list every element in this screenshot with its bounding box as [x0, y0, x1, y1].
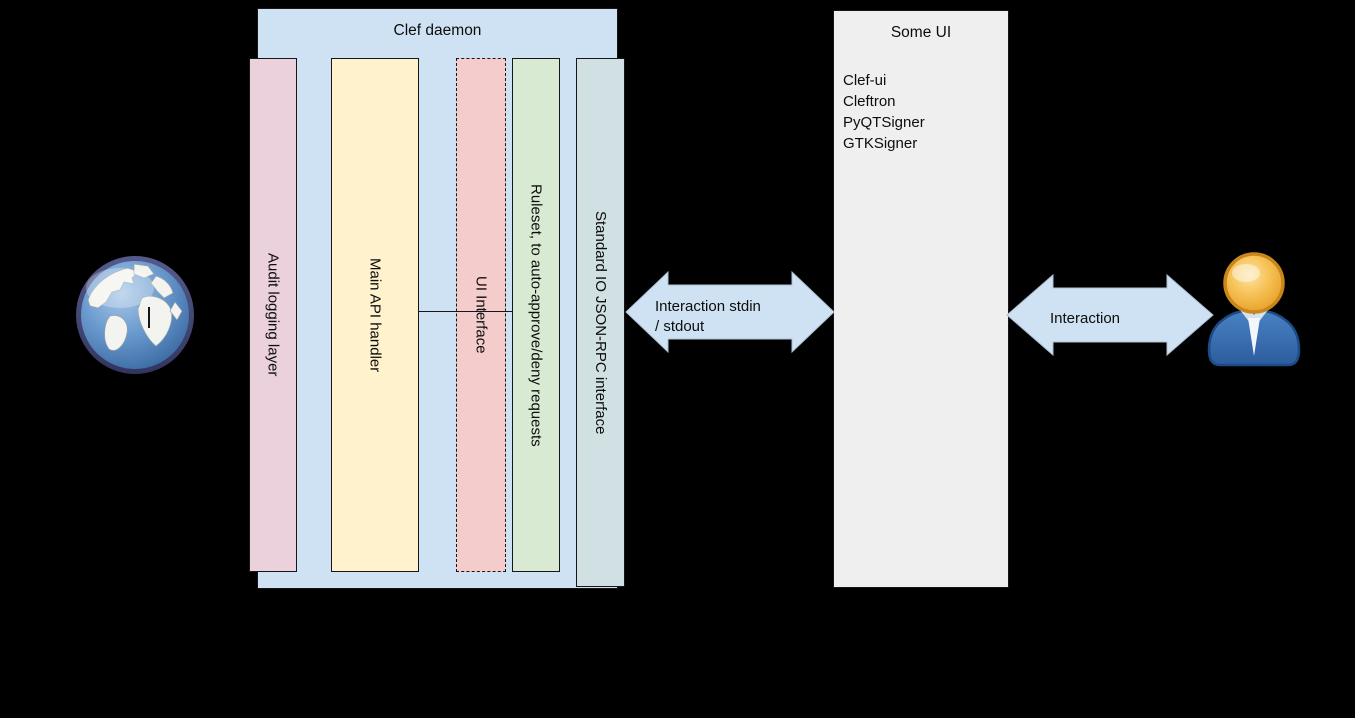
- ruleset-bar: Ruleset, to auto-approve/deny requests: [512, 58, 560, 572]
- stdio-arrow-label-line2: / stdout: [655, 318, 705, 335]
- user-icon: [1207, 252, 1301, 367]
- some-ui-item: Cleftron: [843, 93, 896, 110]
- some-ui-item: PyQTSigner: [843, 114, 925, 131]
- stdio-interaction-arrow: [625, 270, 835, 354]
- audit-logging-layer-bar: Audit logging layer: [249, 58, 297, 572]
- ui-interface-bar: UI Interface: [456, 58, 506, 572]
- user-arrow-label: Interaction: [1049, 310, 1121, 327]
- some-ui-box: Some UI Clef-ui Cleftron PyQTSigner GTKS…: [833, 10, 1009, 588]
- globe-icon: [76, 256, 194, 374]
- main-api-handler-bar: Main API handler: [331, 58, 419, 572]
- clef-daemon-box: Clef daemon: [257, 8, 618, 589]
- some-ui-item: GTKSigner: [843, 135, 918, 152]
- stdio-arrow-label: Interaction stdin / stdout: [655, 297, 805, 337]
- ruleset-label: Ruleset, to auto-approve/deny requests: [527, 183, 545, 447]
- stdio-jsonrpc-label: Standard IO JSON-RPC interface: [592, 210, 609, 435]
- ui-interface-label: UI Interface: [472, 276, 490, 354]
- audit-logging-layer-label: Audit logging layer: [264, 253, 282, 377]
- some-ui-list: Clef-ui Cleftron PyQTSigner GTKSigner: [843, 70, 925, 154]
- some-ui-title: Some UI: [890, 24, 952, 41]
- stdio-arrow-label-line1: Interaction stdin: [655, 298, 761, 315]
- clef-daemon-title: Clef daemon: [393, 22, 482, 39]
- connector-api-to-ruleset: [419, 311, 513, 312]
- stdio-jsonrpc-bar: Standard IO JSON-RPC interface: [576, 58, 625, 587]
- globe-connector-tick: [148, 307, 150, 328]
- main-api-handler-label: Main API handler: [366, 257, 384, 373]
- user-interaction-arrow: [1006, 273, 1214, 357]
- some-ui-item: Clef-ui: [843, 72, 887, 89]
